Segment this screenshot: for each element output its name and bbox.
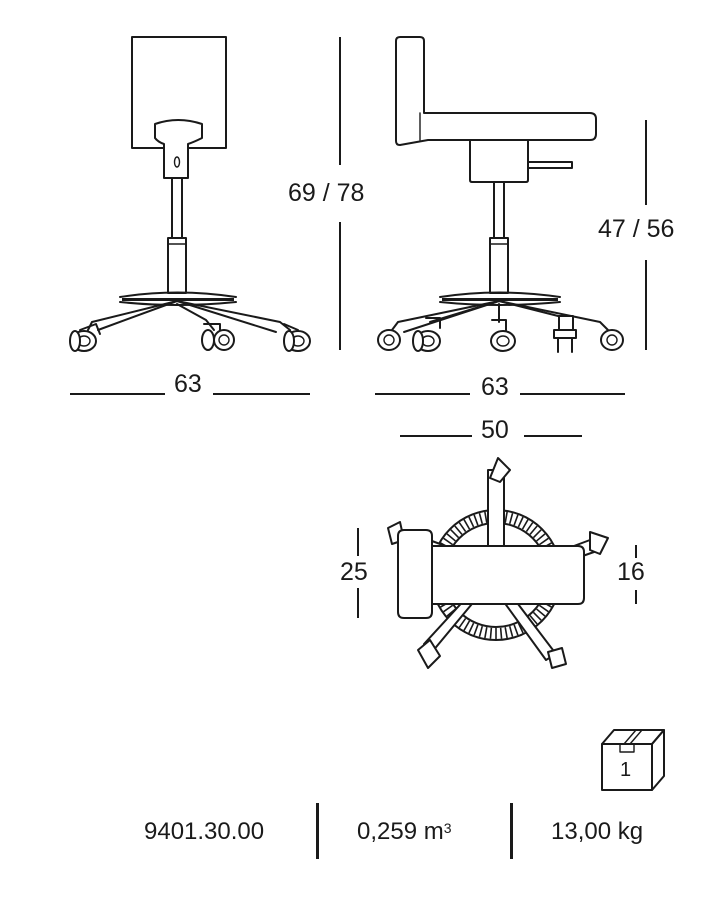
ring-tick [463, 620, 471, 631]
product-volume-value: 0,259 m [357, 818, 444, 845]
product-weight: 13,00 kg [551, 818, 644, 845]
ring-tick [538, 537, 549, 546]
ring-tick [536, 533, 546, 542]
caster-front-left [69, 323, 101, 352]
ring-tick [489, 627, 493, 639]
package-count: 1 [620, 759, 632, 781]
separator-1 [316, 803, 319, 859]
caster-side-5 [600, 329, 624, 351]
ring-tick [446, 533, 456, 542]
caster-front-right [283, 323, 311, 352]
ring-tick [468, 516, 475, 528]
ring-tick [443, 604, 454, 613]
ring-tick [478, 512, 484, 525]
ring-tick [521, 519, 529, 530]
ring-tick [529, 615, 538, 625]
ring-tick [499, 627, 503, 639]
top-depth-left-label: 25 [340, 558, 368, 586]
ring-tick [504, 627, 508, 639]
caster-side-4 [553, 315, 577, 353]
side-view [375, 36, 647, 395]
package-box-icon [601, 729, 665, 791]
top-view [357, 435, 637, 669]
caster-side-2 [412, 317, 441, 352]
product-volume: 0,259 m3 [357, 820, 452, 844]
side-width-label: 63 [481, 373, 509, 401]
ring-tick [504, 511, 508, 523]
product-volume-exp: 3 [443, 820, 452, 836]
ring-tick [450, 529, 460, 539]
ring-tick [463, 519, 471, 530]
ring-tick [454, 525, 463, 535]
ring-tick [532, 529, 542, 539]
ring-tick [473, 514, 479, 526]
separator-2 [510, 803, 513, 859]
ring-tick [468, 622, 475, 634]
ring-tick [484, 511, 488, 523]
caster-side-1 [377, 329, 401, 351]
side-seat-height-label: 47 / 56 [598, 215, 675, 243]
ring-tick [458, 617, 467, 628]
ring-tick [458, 522, 467, 533]
top-width-label: 50 [481, 416, 509, 444]
ring-tick [478, 625, 484, 638]
caster-front-middle [201, 323, 235, 351]
top-depth-right-label: 16 [617, 558, 645, 586]
ring-tick [443, 537, 454, 546]
front-view [69, 36, 341, 395]
caster-side-3 [490, 319, 516, 352]
front-height-label: 69 / 78 [288, 179, 365, 207]
ring-tick [538, 604, 549, 613]
ring-tick [508, 625, 514, 638]
ring-tick [508, 512, 514, 525]
ring-tick [536, 608, 546, 617]
product-code: 9401.30.00 [144, 818, 265, 845]
ring-tick [473, 624, 479, 636]
ring-tick [513, 514, 519, 526]
ring-tick [484, 627, 488, 639]
ring-tick [529, 525, 538, 535]
ring-tick [525, 522, 534, 533]
ring-tick [517, 516, 524, 528]
front-width-label: 63 [174, 370, 202, 398]
ring-tick [532, 611, 542, 621]
ring-tick [513, 624, 519, 636]
